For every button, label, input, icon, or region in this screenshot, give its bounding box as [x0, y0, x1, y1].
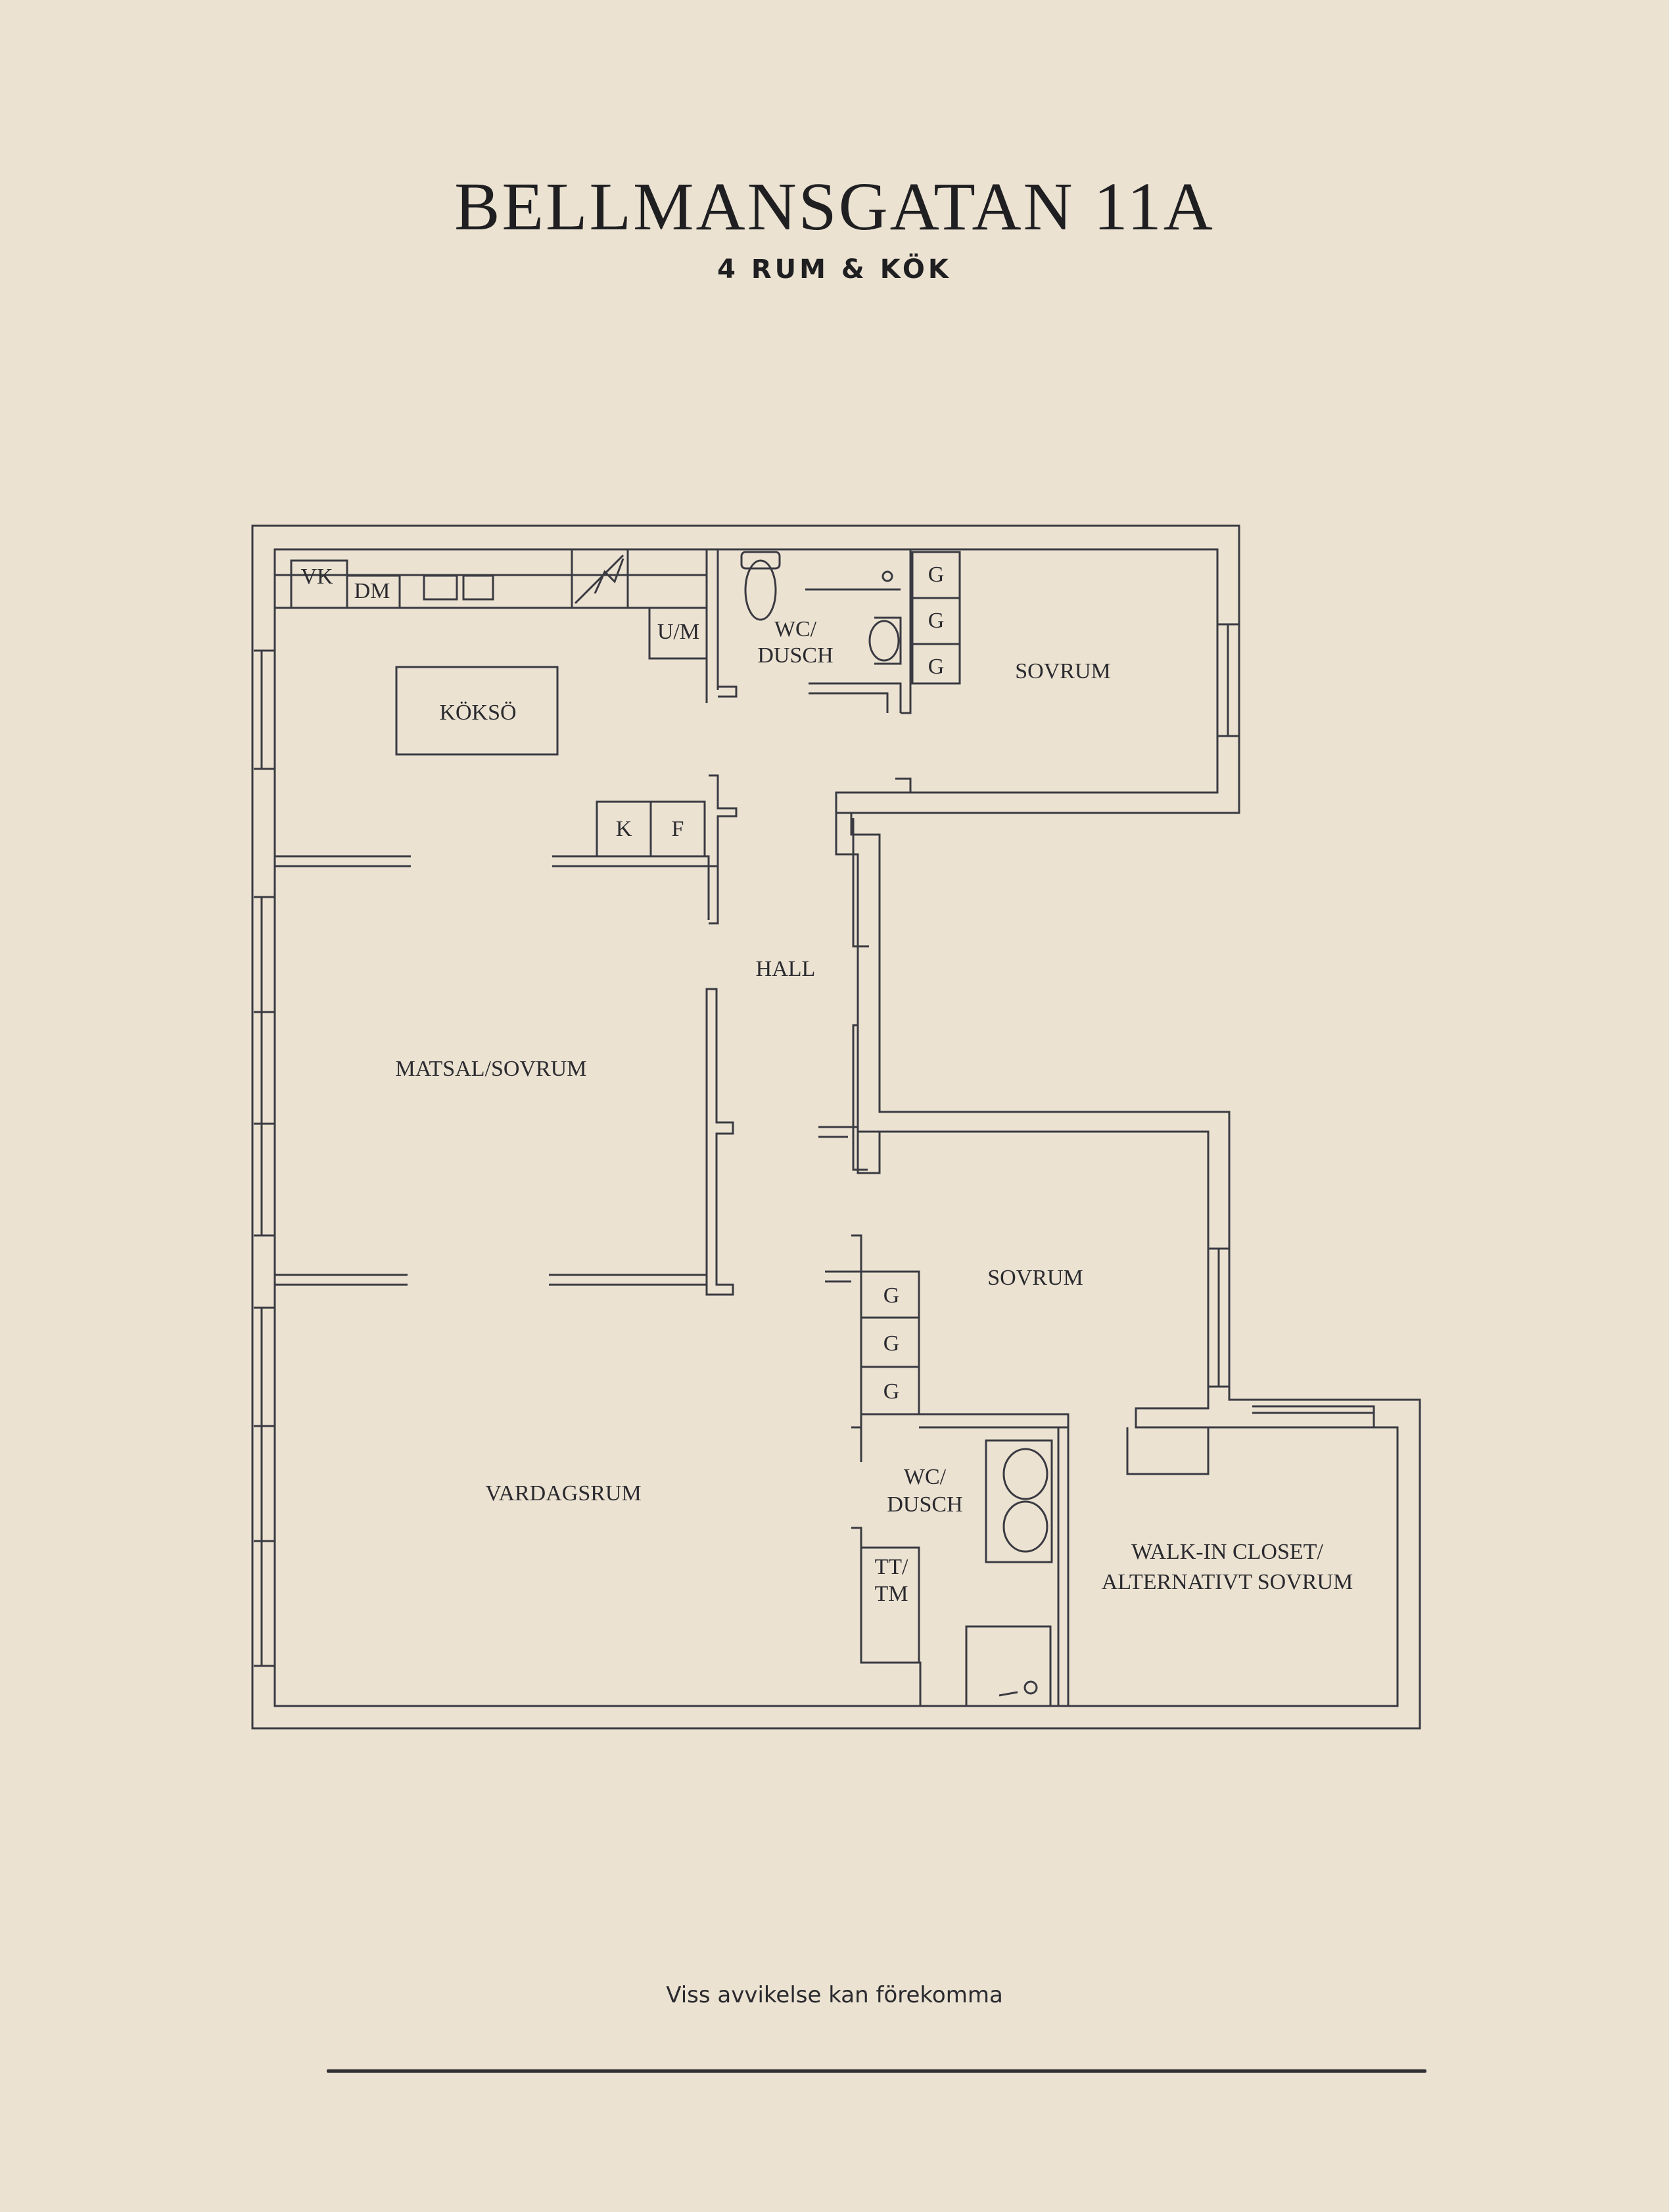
g-label-3: G [928, 655, 945, 679]
toilet-tank [740, 551, 781, 570]
wc1-sink [868, 620, 900, 662]
walk-in-label-line2: ALTERNATIVT SOVRUM [1102, 1570, 1353, 1594]
disclaimer-text: Viss avvikelse kan förekomma [666, 1982, 1003, 2008]
matsal-label: MATSAL/SOVRUM [396, 1057, 587, 1081]
shower-drain [1023, 1680, 1038, 1695]
kitchen-wall-vertical [705, 549, 719, 703]
window-left-3 [254, 1306, 275, 1667]
um-label: U/M [657, 620, 699, 644]
tt-tm-label-line2: TM [875, 1582, 908, 1606]
sovrum1-label: SOVRUM [1015, 659, 1110, 683]
g-label-4: G [883, 1283, 900, 1308]
walk-in-label-line1: WALK-IN CLOSET/ [1131, 1540, 1323, 1564]
wall-matsal-vardags [275, 1274, 707, 1286]
shower-tray [965, 1625, 1052, 1707]
counter-box-2 [462, 574, 494, 601]
wc2-label-line2: DUSCH [887, 1492, 962, 1517]
counter-box-1 [423, 574, 458, 601]
window-right-1 [1217, 623, 1239, 737]
f-label: F [672, 817, 684, 841]
page-subtitle: 4 RUM & KÖK [717, 254, 952, 285]
vardagsrum-label: VARDAGSRUM [485, 1481, 641, 1506]
hall-lower-right [818, 1126, 881, 1174]
window-left-1 [254, 649, 275, 770]
shower-rod [999, 1691, 1018, 1697]
page-title: BELLMANSGATAN 11A [454, 169, 1215, 244]
wc2-sink-area [985, 1439, 1053, 1563]
wall-matsal-hall [705, 988, 734, 1296]
g-label-5: G [883, 1331, 900, 1356]
wall-kitchen-matsal [275, 855, 718, 920]
f-unit [649, 800, 706, 858]
shower-fixture [882, 570, 893, 582]
outer-wall [251, 524, 1421, 1730]
koksö-island [395, 666, 559, 756]
tt-tm-label-line1: TT/ [875, 1555, 909, 1579]
wc1-right-wall [901, 548, 912, 714]
walk-in-alcove [1126, 1427, 1210, 1475]
kitchen-counter [275, 574, 707, 609]
hall-right-wall [836, 812, 869, 1171]
dm-label: DM [354, 579, 390, 603]
shower-area [805, 588, 902, 665]
window-right-2 [1208, 1247, 1229, 1388]
tt-tm-unit [860, 1546, 920, 1664]
wc2-label-line1: WC/ [904, 1465, 947, 1489]
sovrum1-wall [895, 683, 912, 793]
wc1-label-line1: WC/ [774, 617, 817, 641]
toilet-bowl [744, 559, 777, 621]
g-label-1: G [928, 563, 945, 587]
wc1-label-line2: DUSCH [757, 643, 833, 668]
g-unit-3 [911, 643, 961, 685]
wc1-wall [718, 682, 902, 713]
dm-unit [346, 574, 401, 609]
koksö-label: KÖKSÖ [439, 701, 516, 725]
vk-label: VK [300, 565, 333, 589]
inner-wall-outline [273, 548, 1399, 1707]
k-label: K [616, 817, 632, 841]
footer-divider [327, 2069, 1426, 2073]
g-label-2: G [928, 609, 945, 633]
hall-label: HALL [756, 957, 816, 981]
stove-symbol [574, 554, 624, 605]
um-unit [648, 607, 708, 660]
wall-hall-upper [709, 774, 738, 925]
window-right-3 [1252, 1405, 1375, 1427]
window-left-2 [254, 896, 275, 1237]
wall-sovrum2-left [825, 1234, 862, 1429]
sovrum2-label: SOVRUM [987, 1266, 1083, 1290]
wc2-sink-1 [1002, 1448, 1048, 1500]
wc2-sink-2 [1002, 1500, 1048, 1553]
g-label-6: G [883, 1379, 900, 1404]
wall-sovrum2-bottom [861, 1413, 1070, 1706]
stove-unit [571, 548, 629, 609]
